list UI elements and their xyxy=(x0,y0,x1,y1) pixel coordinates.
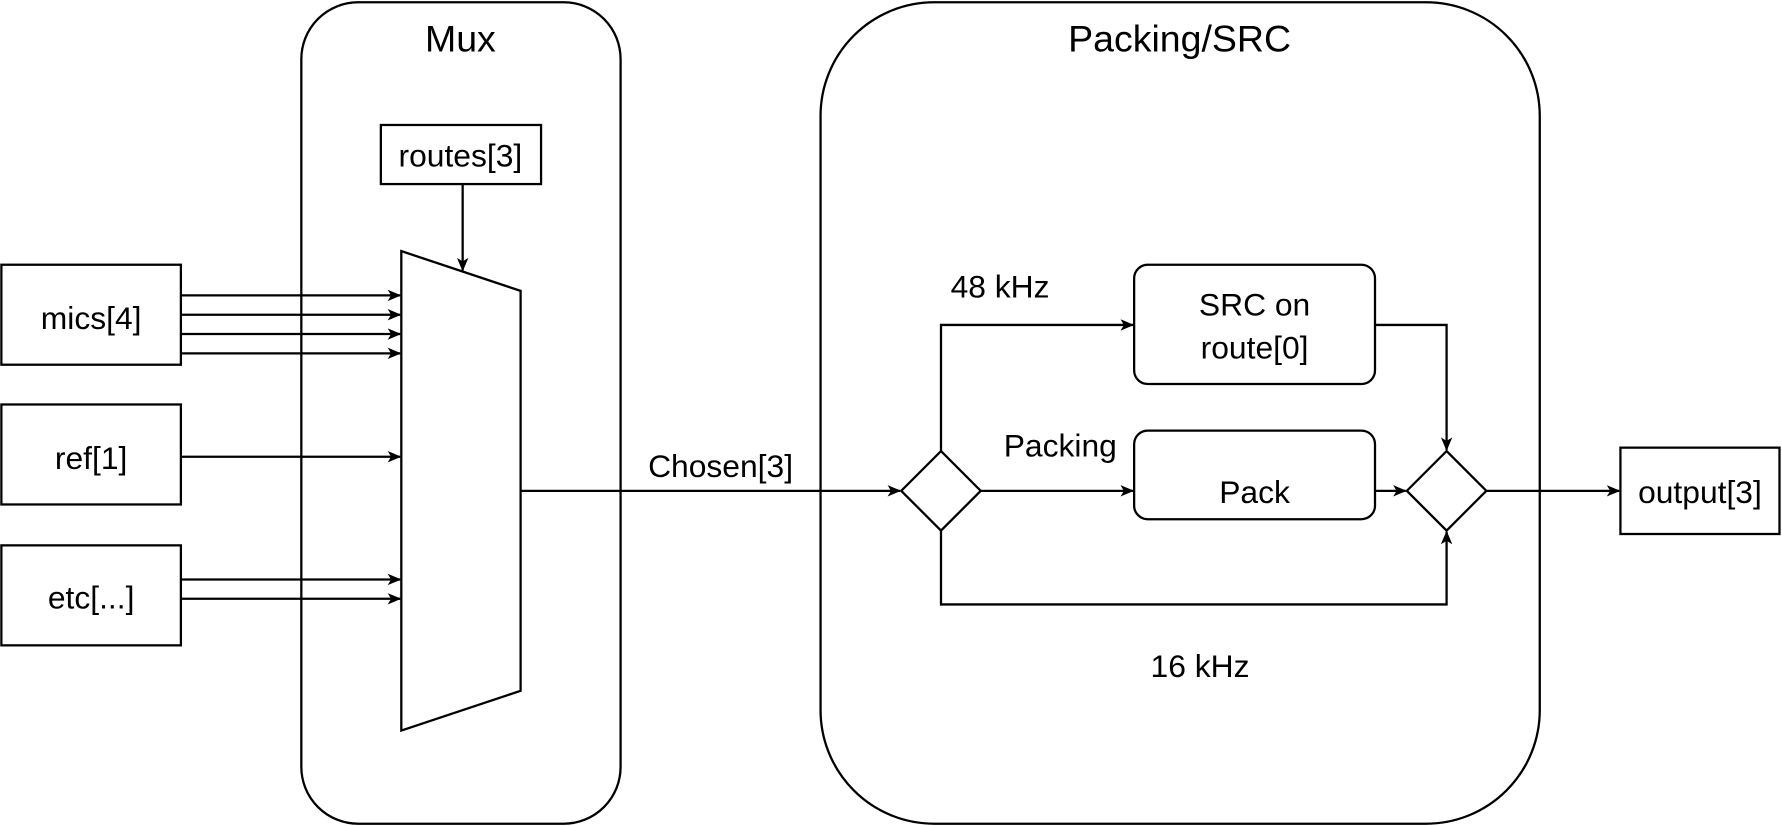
chosen-label: Chosen[3] xyxy=(648,448,793,484)
split-decision-diamond[interactable] xyxy=(899,449,983,533)
mux-shape[interactable] xyxy=(400,249,522,733)
etc-node[interactable]: etc[...] xyxy=(0,544,183,647)
src-to-merge-edge xyxy=(1375,323,1453,452)
mux-title: Mux xyxy=(425,18,496,60)
16khz-label: 16 kHz xyxy=(1151,648,1250,684)
packing-label: Packing xyxy=(1004,427,1117,463)
ref-node[interactable]: ref[1] xyxy=(0,403,183,506)
pack-node[interactable]: Pack xyxy=(1133,429,1377,521)
input-edges xyxy=(180,289,402,605)
mics-node[interactable]: mics[4] xyxy=(0,263,183,366)
16khz-edge xyxy=(939,530,1453,606)
packing-src-group: Packing/SRC xyxy=(819,1,1541,825)
output-label: output[3] xyxy=(1638,474,1762,510)
mux-group: Mux xyxy=(300,1,622,825)
48khz-edge xyxy=(939,319,1135,452)
ref-label: ref[1] xyxy=(55,440,127,476)
routes-label: routes[3] xyxy=(399,138,523,174)
merge-decision-diamond[interactable] xyxy=(1405,449,1488,533)
48khz-label: 48 kHz xyxy=(951,268,1050,304)
output-node[interactable]: output[3] xyxy=(1619,446,1781,536)
src-label-line1: SRC on xyxy=(1199,286,1310,322)
src-node[interactable]: SRC on route[0] xyxy=(1133,263,1377,386)
routes-node[interactable]: routes[3] xyxy=(379,123,543,186)
packing-src-title: Packing/SRC xyxy=(1068,18,1291,60)
etc-label: etc[...] xyxy=(48,580,135,616)
mics-label: mics[4] xyxy=(41,300,142,336)
src-label-line2: route[0] xyxy=(1201,330,1309,366)
pack-label: Pack xyxy=(1219,474,1290,510)
